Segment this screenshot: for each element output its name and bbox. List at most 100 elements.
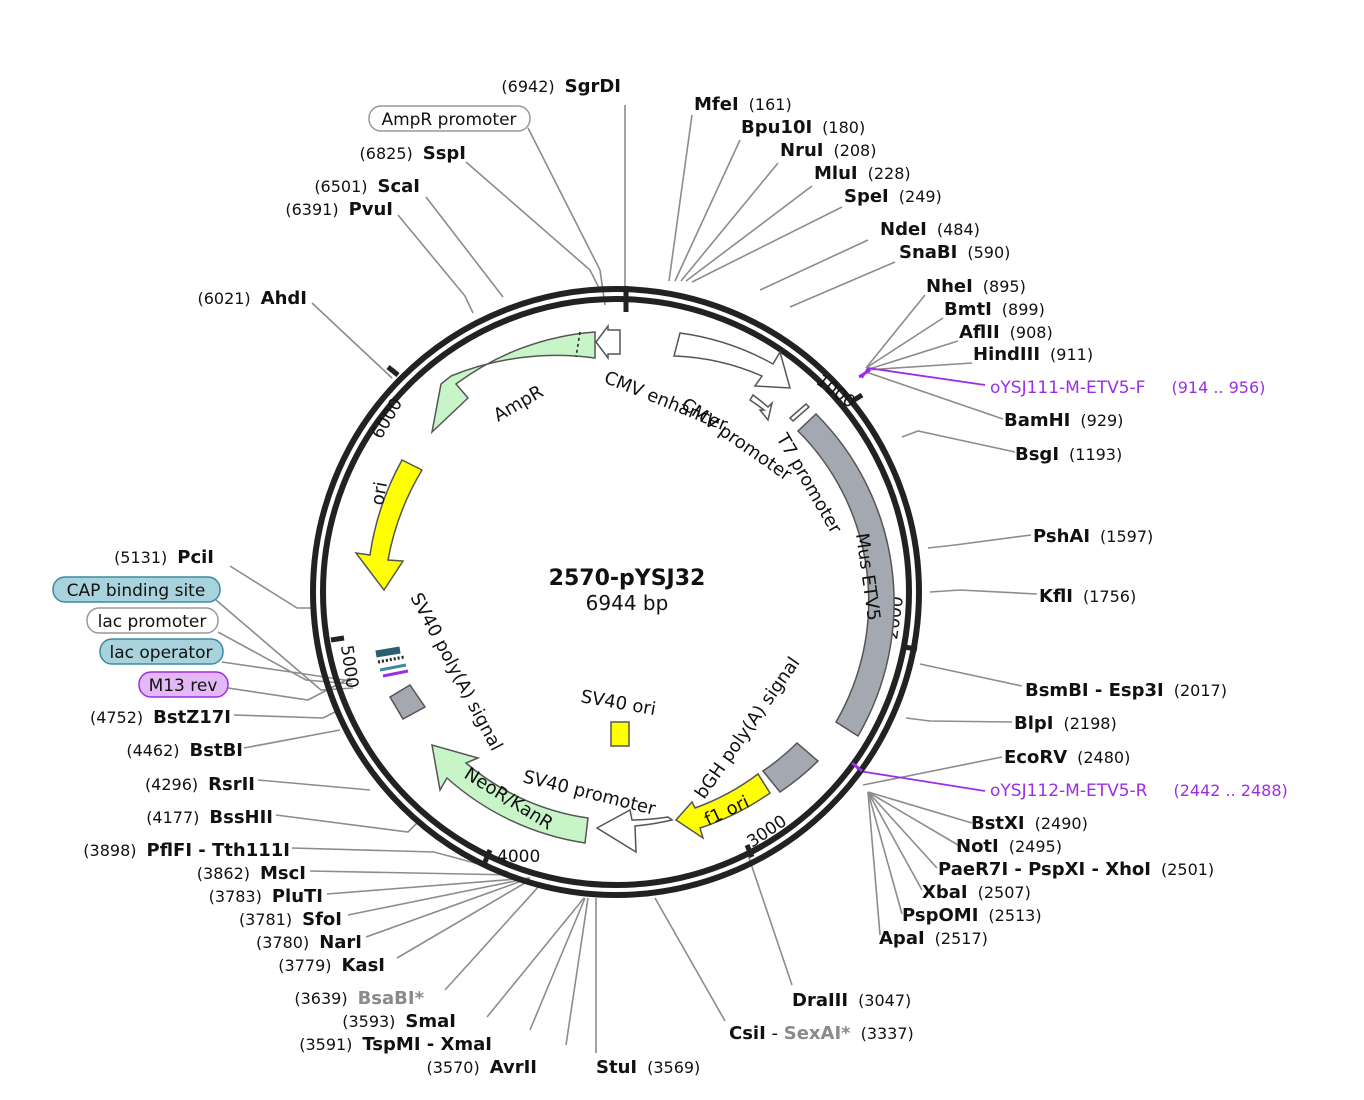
site-avrii: (3570)AvrII xyxy=(427,1057,538,1078)
site-bsgi-name: BsgI xyxy=(1015,444,1059,465)
site-bsabi-name: BsaBI* xyxy=(358,988,425,1009)
site-pcii: (5131) PciI xyxy=(114,547,214,568)
site-ecorv-name: EcoRV xyxy=(1004,747,1067,768)
site-scai: (6501) ScaI xyxy=(314,176,420,197)
site-sgrdi: (6942)SgrDI xyxy=(501,76,621,97)
site-kfli-pos: (1756) xyxy=(1083,587,1136,606)
site-blpi: BlpI(2198) xyxy=(1014,713,1117,734)
site-pspomi: PspOMI (2513) xyxy=(902,905,1042,926)
site-ahdi-pos: (6021) xyxy=(197,289,250,308)
label-ori: ori xyxy=(367,480,392,507)
site-nari-name: NarI xyxy=(319,932,362,953)
site-pflfi-name: PflFI - Tth111I xyxy=(147,840,291,861)
site-msci: (3862)MscI xyxy=(197,863,306,884)
site-bstz17i-name: BstZ17I xyxy=(153,707,231,728)
site-mlui-name: MluI xyxy=(814,163,858,184)
lac-promoter-box xyxy=(86,607,219,634)
site-labels-left: (6942)SgrDI (6825)SspI (6501)ScaI (6391)… xyxy=(83,76,621,1078)
site-scai-name: ScaI xyxy=(378,176,420,197)
site-pcii-name: PciI xyxy=(177,547,214,568)
site-pvui-name: PvuI xyxy=(349,199,393,220)
site-csii-pos: (3337) xyxy=(861,1024,914,1043)
site-noti-name: NotI xyxy=(956,836,999,857)
site-aflii-pos: (908) xyxy=(1010,323,1053,342)
site-pflfi: (3898)PflFI - Tth111I xyxy=(83,840,290,861)
feature-arrows xyxy=(354,323,895,854)
site-nari: (3780) NarI xyxy=(256,932,362,953)
site-ecorv: EcoRV(2480) xyxy=(1004,747,1130,768)
site-mfei-name: MfeI xyxy=(694,94,739,115)
site-paer7i-pos: (2501) xyxy=(1161,860,1214,879)
primer-fwd-range: (914 .. 956) xyxy=(1171,378,1265,397)
site-nrui-pos: (208) xyxy=(833,141,876,160)
site-draiii-name: DraIII xyxy=(792,990,848,1011)
leader-lines xyxy=(215,105,1038,1053)
site-mlui-pos: (228) xyxy=(868,164,911,183)
label-sv40-polya: SV40 poly(A) signal xyxy=(406,589,507,754)
site-tspmi-name: TspMI - XmaI xyxy=(362,1034,492,1055)
plasmid-name: 2570-pYSJ32 xyxy=(549,566,706,591)
primer-rev-range: (2442 .. 2488) xyxy=(1174,781,1288,800)
site-hindiii-pos: (911) xyxy=(1050,345,1093,364)
site-nari-pos: (3780) xyxy=(256,933,309,952)
primer-rev-mark xyxy=(851,761,863,773)
site-pspomi-pos: (2513) xyxy=(988,906,1041,925)
site-rsrii-name: RsrII xyxy=(208,774,255,795)
lac-region-marks xyxy=(375,646,409,678)
boxed-features: AmpR promoter CAP binding site lac promo… xyxy=(52,105,531,698)
primer-rev-name: oYSJ112-M-ETV5-R xyxy=(990,781,1148,801)
site-spei: SpeI(249) xyxy=(844,186,942,207)
ampr-promoter-box xyxy=(368,105,531,132)
site-hindiii: HindIII (911) xyxy=(973,344,1093,365)
site-bpu10i-name: Bpu10I xyxy=(741,117,812,138)
tick-4000: 4000 xyxy=(497,847,540,867)
tick-6000: 6000 xyxy=(368,395,407,442)
ampr-promoter-arrow xyxy=(595,323,621,361)
site-sexai-name: SexAI* xyxy=(784,1023,851,1044)
site-sfoi: (3781) SfoI xyxy=(239,909,342,930)
site-kfli-name: KflI xyxy=(1039,586,1073,607)
site-pluti-pos: (3783) xyxy=(209,887,262,906)
site-bsmbi-name: BsmBI - Esp3I xyxy=(1025,680,1164,701)
site-draiii-pos: (3047) xyxy=(858,991,911,1010)
site-csii: CsiI - SexAI*(3337) xyxy=(729,1023,914,1044)
primer-rev-label: oYSJ112-M-ETV5-R (2442 .. 2488) xyxy=(990,781,1288,801)
site-pspomi-name: PspOMI xyxy=(902,905,978,926)
ampr-promoter-label: AmpR promoter xyxy=(381,110,516,130)
site-bsshii-pos: (4177) xyxy=(146,808,199,827)
site-aflii: AflII(908) xyxy=(959,322,1053,343)
site-bstbi-pos: (4462) xyxy=(126,741,179,760)
site-pcii-pos: (5131) xyxy=(114,548,167,567)
primer-fwd-name: oYSJ111-M-ETV5-F xyxy=(990,378,1145,398)
site-bstbi: (4462) BstBI xyxy=(126,740,243,761)
site-ndei: NdeI(484) xyxy=(880,219,980,240)
site-snabi-pos: (590) xyxy=(967,243,1010,262)
site-spei-name: SpeI xyxy=(844,186,889,207)
site-sfoi-name: SfoI xyxy=(302,909,342,930)
site-paer7i: PaeR7I - PspXI - XhoI(2501) xyxy=(938,859,1214,880)
site-sfoi-pos: (3781) xyxy=(239,910,292,929)
site-xbai-name: XbaI xyxy=(922,882,968,903)
site-bpu10i-pos: (180) xyxy=(822,118,865,137)
site-draiii: DraIII (3047) xyxy=(792,990,911,1011)
site-bstbi-name: BstBI xyxy=(190,740,243,761)
site-hindiii-name: HindIII xyxy=(973,344,1040,365)
site-avrii-name: AvrII xyxy=(490,1057,537,1078)
site-bsshii: (4177)BssHII xyxy=(146,807,273,828)
site-stui-pos: (3569) xyxy=(647,1058,700,1077)
site-kasi-pos: (3779) xyxy=(278,956,331,975)
site-apai-pos: (2517) xyxy=(935,929,988,948)
site-ahdi-name: AhdI xyxy=(261,288,307,309)
site-kfli: KflI (1756) xyxy=(1039,586,1136,607)
site-kasi: (3779) KasI xyxy=(278,955,385,976)
site-kasi-name: KasI xyxy=(341,955,385,976)
site-mlui: MluI (228) xyxy=(814,163,911,184)
ampr-dash xyxy=(575,331,581,358)
site-bstz17i: (4752)BstZ17I xyxy=(90,707,231,728)
site-scai-pos: (6501) xyxy=(314,177,367,196)
site-xbai: XbaI(2507) xyxy=(922,882,1031,903)
site-pluti-name: PluTI xyxy=(272,886,323,907)
site-stui-name: StuI xyxy=(596,1057,637,1078)
site-bamhi: BamHI(929) xyxy=(1004,410,1123,431)
ampr-arrow xyxy=(430,331,596,435)
